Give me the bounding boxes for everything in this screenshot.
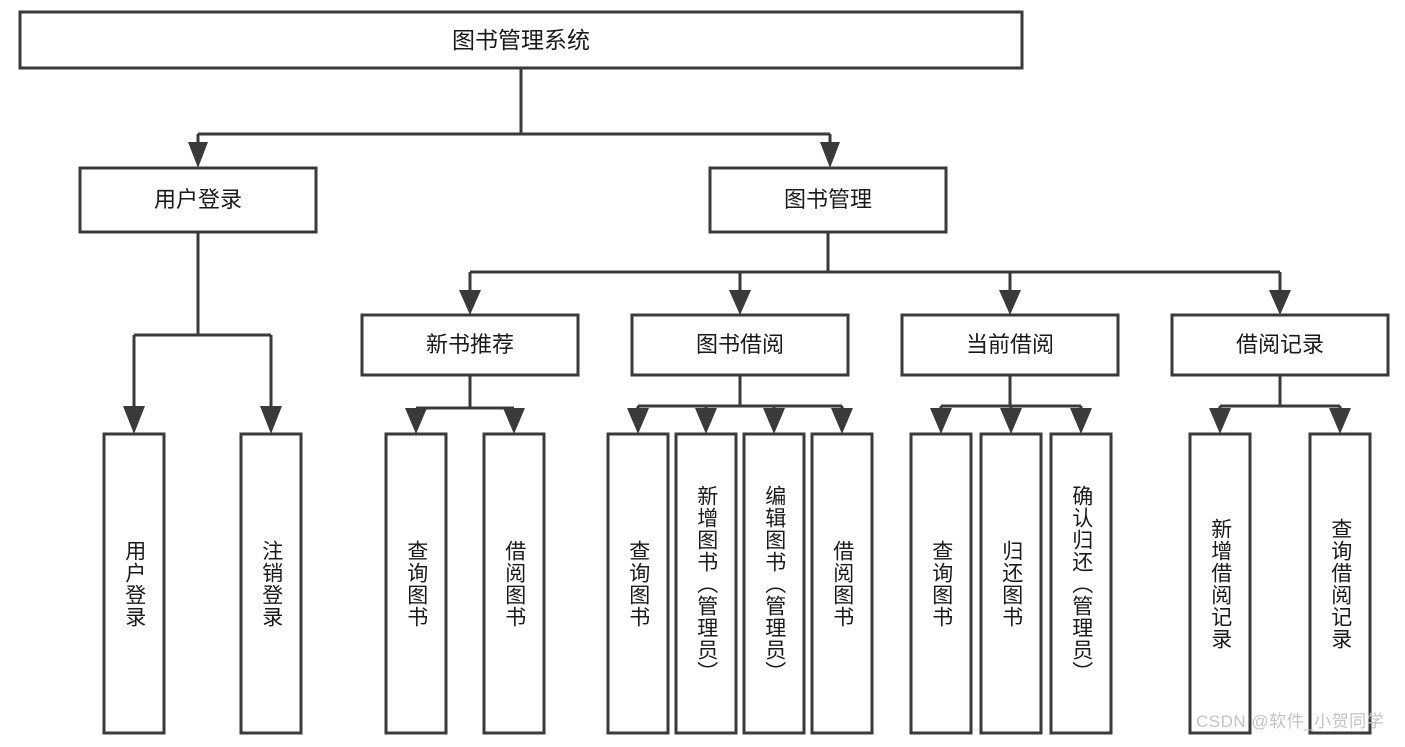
node-book-manage[interactable]: 图书管理	[708, 166, 948, 234]
node-new-book-rec-label: 新书推荐	[426, 332, 514, 357]
node-root-label: 图书管理系统	[452, 27, 590, 53]
node-borrow-record-label: 借阅记录	[1236, 332, 1324, 357]
arrow-to-leaf-query-book-3	[930, 408, 952, 434]
arrow-to-current-borrow	[999, 290, 1021, 315]
connector-book-borrow-to-leaves	[627, 375, 853, 434]
node-new-book-rec-rect[interactable]	[360, 313, 580, 377]
leaf-box-add-record[interactable]	[1188, 432, 1252, 735]
connector-user-login-to-leaves	[123, 232, 282, 434]
leaf-box-query-book-1[interactable]	[384, 432, 448, 735]
node-current-borrow-rect[interactable]	[900, 313, 1120, 377]
node-root[interactable]: 图书管理系统	[18, 10, 1024, 70]
node-borrow-record[interactable]: 借阅记录	[1170, 313, 1390, 377]
leaf-box-add-book[interactable]	[674, 432, 738, 735]
node-book-borrow-label: 图书借阅	[696, 332, 784, 357]
arrow-to-leaf-borrow-book-1	[503, 408, 525, 434]
connector-current-borrow-to-leaves	[930, 375, 1092, 434]
node-root-rect[interactable]	[18, 10, 1024, 70]
arrow-to-leaf-query-book-1	[405, 408, 427, 434]
leaf-box-query-record[interactable]	[1308, 432, 1372, 735]
arrow-to-leaf-add-record	[1209, 408, 1231, 434]
leaf-box-query-book-3[interactable]	[909, 432, 973, 735]
arrow-to-new-book-rec	[459, 290, 481, 315]
arrow-to-leaf-confirm-return	[1070, 408, 1092, 434]
leaf-box-user-login[interactable]	[102, 432, 166, 735]
leaf-box-borrow-book-2[interactable]	[810, 432, 874, 735]
node-user-login-rect[interactable]	[78, 166, 318, 234]
arrow-to-leaf-return-book	[1000, 408, 1022, 434]
arrow-to-user-login	[188, 142, 208, 168]
leaf-box-logout[interactable]	[239, 432, 303, 735]
arrow-to-leaf-logout	[260, 406, 282, 434]
connector-borrow-record-to-leaves	[1209, 375, 1351, 434]
node-new-book-rec[interactable]: 新书推荐	[360, 313, 580, 377]
arrow-to-leaf-query-record	[1329, 408, 1351, 434]
leaf-box-edit-book[interactable]	[742, 432, 806, 735]
arrow-to-leaf-add-book	[695, 408, 717, 434]
csdn-watermark: CSDN @软件_小贺同学	[1196, 712, 1385, 731]
arrow-to-leaf-query-book-2	[627, 408, 649, 434]
leaf-box-confirm-return[interactable]	[1049, 432, 1113, 735]
leaf-box-borrow-book-1[interactable]	[482, 432, 546, 735]
node-book-borrow[interactable]: 图书借阅	[630, 313, 850, 377]
node-current-borrow[interactable]: 当前借阅	[900, 313, 1120, 377]
connector-new-book-rec-to-leaves	[405, 375, 525, 434]
arrow-to-leaf-borrow-book-2	[831, 408, 853, 434]
node-user-login-label: 用户登录	[154, 187, 242, 212]
arrow-to-book-borrow	[729, 290, 751, 315]
node-current-borrow-label: 当前借阅	[966, 332, 1054, 357]
arrow-to-book-manage	[820, 142, 840, 168]
arrow-to-leaf-edit-book	[763, 408, 785, 434]
leaf-box-query-book-2[interactable]	[606, 432, 670, 735]
leaf-box-return-book[interactable]	[979, 432, 1043, 735]
connector-book-manage-to-level2	[459, 232, 1291, 315]
arrow-to-borrow-record	[1269, 290, 1291, 315]
arrow-to-leaf-user-login	[123, 406, 145, 434]
node-book-manage-label: 图书管理	[784, 187, 872, 212]
node-user-login[interactable]: 用户登录	[78, 166, 318, 234]
connector-root-to-level1	[188, 68, 840, 168]
